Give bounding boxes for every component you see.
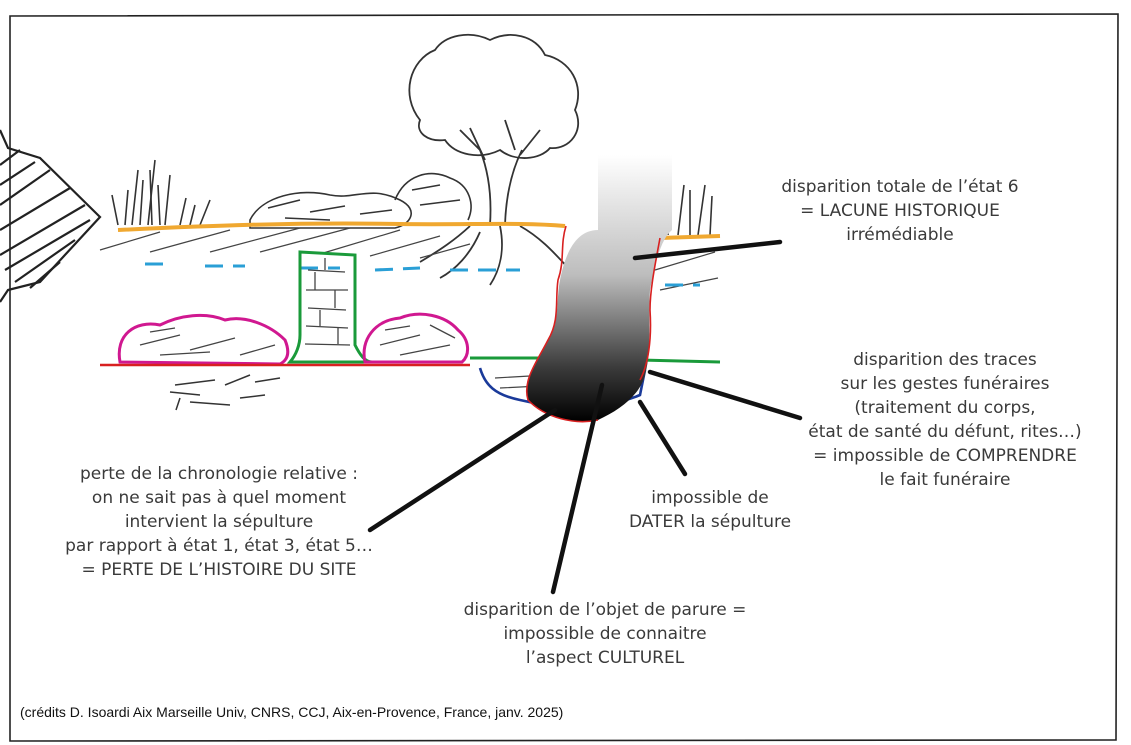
pointer-left [367,407,558,533]
note-relative-chronology-line2: on ne sait pas à quel moment [91,488,347,508]
note-relative-chronology-line4: par rapport à état 1, état 3, état 5… [65,536,373,556]
pointer-right [647,369,803,421]
note-dating-line2: DATER la sépulture [628,512,792,532]
note-funerary-gestures-line6: le fait funéraire [879,470,1011,490]
frame-border [9,13,1119,742]
note-historical-gap-line1: disparition totale de l’état 6 [781,177,1019,197]
boulders [117,312,469,366]
ground-surface-line [117,221,721,240]
bones [169,374,281,411]
credits-text: (crédits D. Isoardi Aix Marseille Univ, … [20,704,564,720]
note-cultural-aspect-line3: l’aspect CULTUREL [525,648,685,668]
pointer-top-right [632,239,783,261]
destruction-zone [526,155,672,422]
note-funerary-gestures: disparition des traces sur les gestes fu… [770,348,1120,492]
arrow-icon [0,129,102,303]
note-funerary-gestures-line4: état de santé du défunt, rites…) [808,422,1082,442]
note-relative-chronology-line3: intervient la sépulture [124,512,314,532]
note-funerary-gestures-line3: (traitement du corps, [854,398,1036,418]
note-dating-line1: impossible de [651,488,769,508]
grass-left [111,159,211,226]
grass-right [667,179,713,236]
note-funerary-gestures-line5: = impossible de COMPRENDRE [813,446,1077,466]
note-cultural-aspect-line2: impossible de connaitre [503,624,707,644]
note-relative-chronology-line5: = PERTE DE L’HISTOIRE DU SITE [81,560,357,580]
note-cultural-aspect: disparition de l’objet de parure = impos… [430,598,780,670]
pointer-middle-right [637,399,688,477]
note-funerary-gestures-line2: sur les gestes funéraires [840,374,1050,394]
surface-stones [249,172,472,229]
upper-layer-hatching [99,227,719,291]
note-dating: impossible de DATER la sépulture [600,486,820,534]
note-historical-gap-line3: irrémédiable [846,225,954,245]
note-cultural-aspect-line1: disparition de l’objet de parure = [463,600,747,620]
note-historical-gap: disparition totale de l’état 6 = LACUNE … [740,175,1060,247]
note-funerary-gestures-line1: disparition des traces [853,350,1037,370]
water-level-line [145,262,700,287]
pointer-lines [367,239,803,595]
note-historical-gap-line2: = LACUNE HISTORIQUE [800,201,1000,221]
pointer-bottom [550,382,605,595]
note-relative-chronology-line1: perte de la chronologie relative : [79,464,359,484]
tree-icon [408,33,580,286]
destruction-edge-right [639,237,661,381]
note-relative-chronology: perte de la chronologie relative : on ne… [14,462,424,582]
